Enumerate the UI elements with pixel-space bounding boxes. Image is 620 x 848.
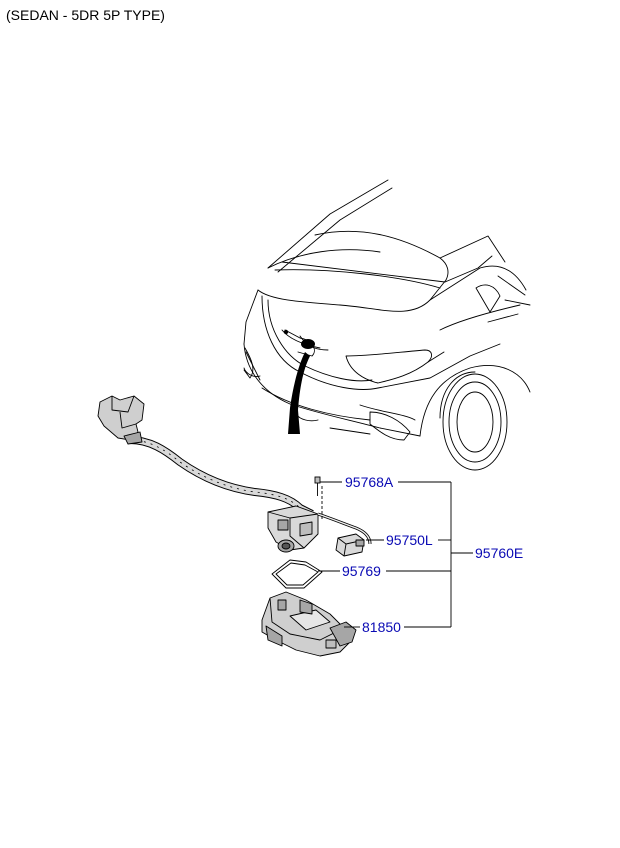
vehicle-rear-illustration (243, 179, 531, 471)
part-number-screw[interactable]: 95768A (345, 474, 394, 490)
part-number-housing[interactable]: 81850 (362, 619, 401, 635)
wiring-harness (97, 395, 314, 518)
handle-housing (261, 591, 357, 657)
gasket (271, 559, 323, 589)
camera-module (267, 505, 372, 553)
part-number-connector[interactable]: 95750L (386, 532, 433, 548)
part-number-gasket[interactable]: 95769 (342, 563, 381, 579)
variant-label: (SEDAN - 5DR 5P TYPE) (6, 7, 165, 23)
callout-pointer (288, 352, 310, 434)
camera-connector (335, 533, 365, 557)
part-number-assembly[interactable]: 95760E (475, 545, 523, 561)
screw (314, 476, 323, 520)
leader-lines (318, 481, 473, 628)
